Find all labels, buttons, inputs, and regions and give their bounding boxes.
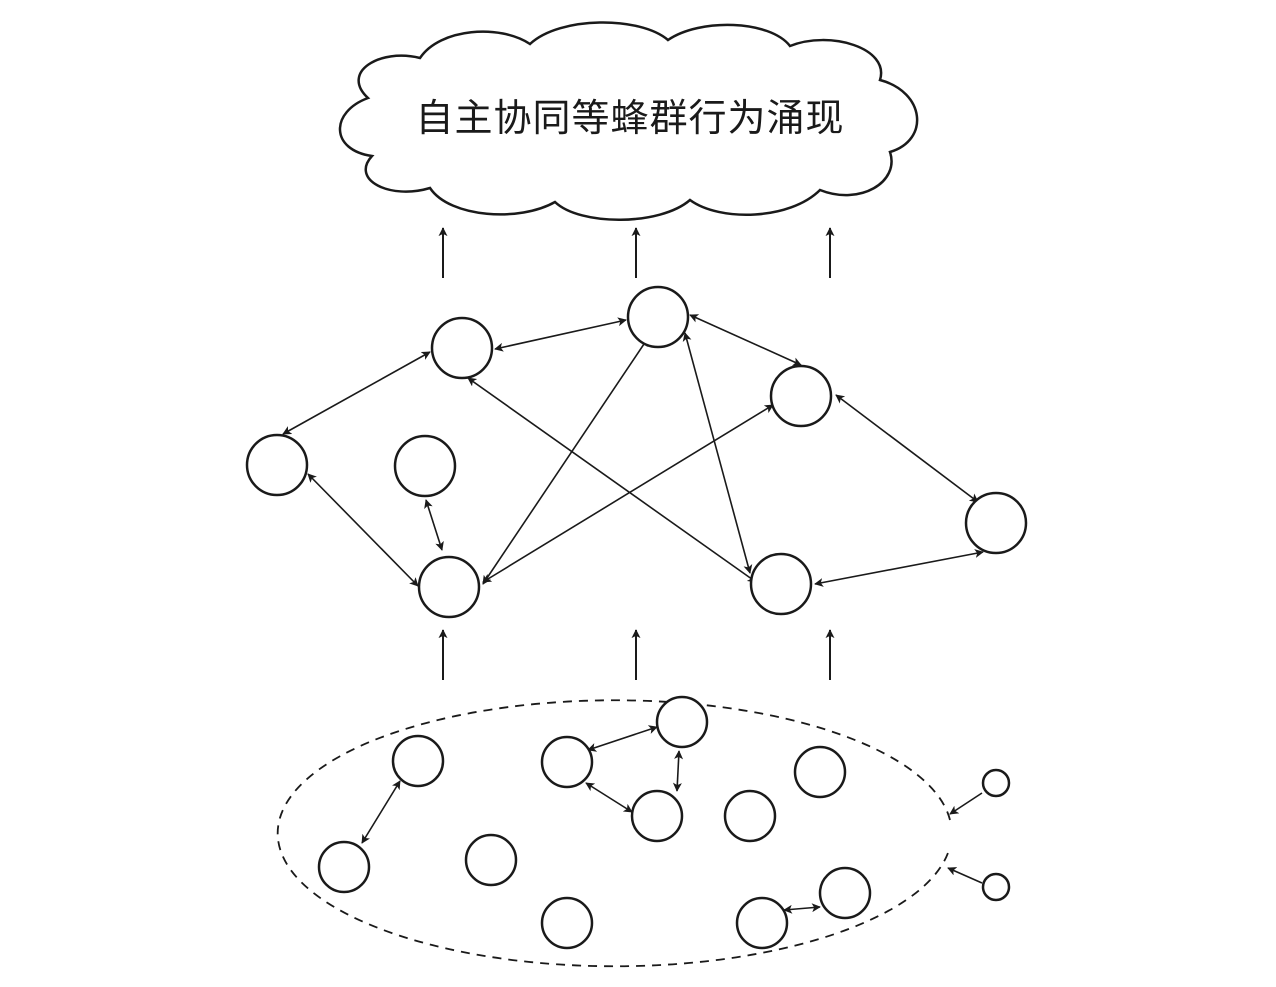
cluster-node-6 <box>464 833 518 887</box>
node-c <box>626 285 690 349</box>
cloud-label: 自主协同等蜂群行为涌现 <box>415 95 845 140</box>
node-b <box>430 316 494 380</box>
middle-network-edges <box>282 314 984 587</box>
cluster-node-9 <box>793 745 847 799</box>
edge-p6-p7 <box>783 903 821 914</box>
edge-p1-p2 <box>361 780 401 844</box>
node-e <box>417 555 481 619</box>
edge-a-e <box>307 473 419 587</box>
edge-e-c <box>482 337 649 585</box>
edge-in-1 <box>949 792 983 815</box>
edge-b-c <box>494 317 627 352</box>
cluster-node-1 <box>317 840 371 894</box>
edge-c-d <box>689 314 802 366</box>
incoming-node-2 <box>981 872 1011 902</box>
edge-c-f <box>682 332 753 574</box>
lower-emergence-arrows <box>438 629 835 680</box>
cluster-node-11 <box>818 866 872 920</box>
cluster-node-2 <box>391 734 445 788</box>
incoming-node-1 <box>981 768 1011 798</box>
cluster-node-4 <box>655 695 709 749</box>
node-f <box>749 552 813 616</box>
edge-b-f <box>467 377 757 583</box>
emergence-cloud <box>338 21 919 221</box>
middle-network-nodes <box>245 285 1028 619</box>
cluster-node-3 <box>540 735 594 789</box>
edge-h-e <box>424 499 444 551</box>
cluster-node-8 <box>723 789 777 843</box>
edge-in-2 <box>947 867 983 884</box>
edge-p4-p5 <box>672 750 684 792</box>
swarm-boundary-ellipse <box>276 699 951 968</box>
cluster-node-10 <box>735 896 789 950</box>
edge-p3-p5 <box>585 782 633 813</box>
edge-e-d <box>482 404 774 583</box>
edge-f-g <box>814 549 984 587</box>
node-h <box>393 434 457 498</box>
node-g <box>964 491 1028 555</box>
node-d <box>769 364 833 428</box>
node-a <box>245 433 309 497</box>
cluster-node-7 <box>540 896 594 950</box>
bottom-cluster-nodes <box>317 695 1011 950</box>
edge-d-g <box>835 394 979 503</box>
cluster-node-5 <box>630 789 684 843</box>
edge-p3-p4 <box>587 725 658 752</box>
bottom-cluster-edges <box>361 725 983 914</box>
edge-a-b <box>282 351 431 435</box>
upper-emergence-arrows <box>438 227 835 278</box>
